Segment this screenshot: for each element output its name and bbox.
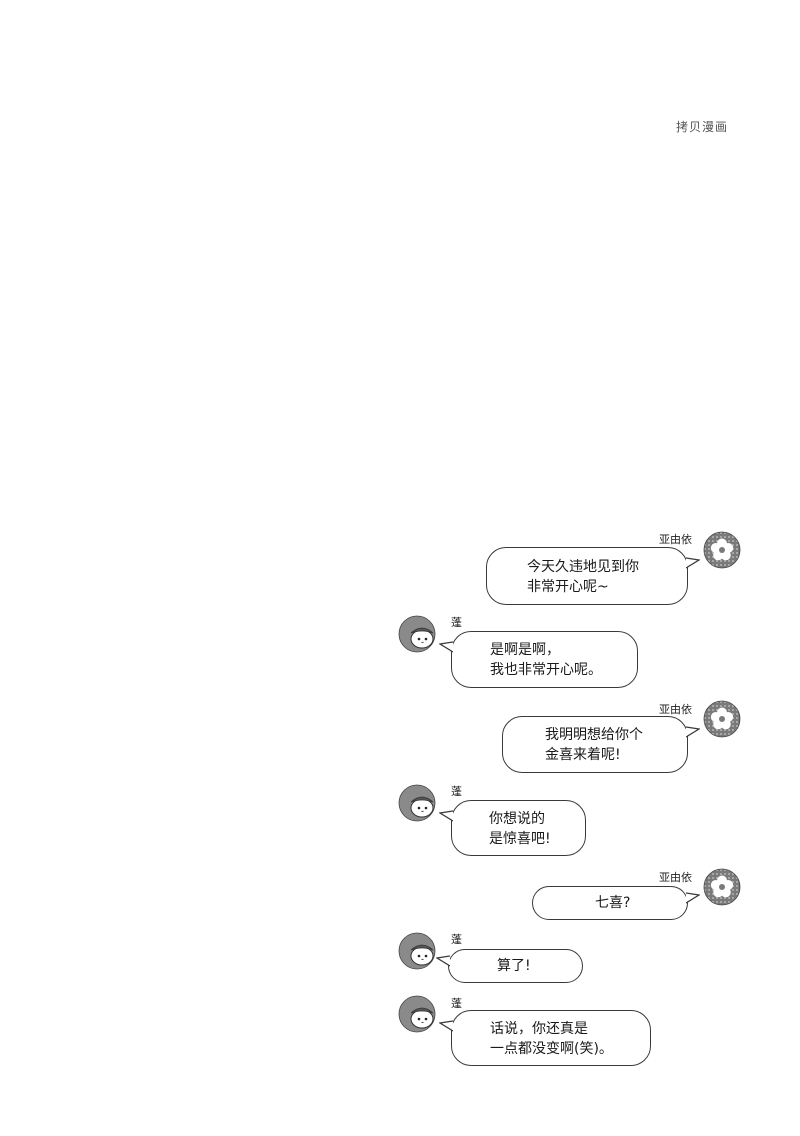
message-bubble[interactable]: 我明明想给你个 金喜来着呢! bbox=[502, 716, 700, 773]
watermark: 拷贝漫画 bbox=[676, 120, 729, 134]
message-line: 一点都没变啊(笑)。 bbox=[490, 1041, 613, 1057]
message-line: 你想说的 bbox=[489, 811, 545, 827]
sender-name: 蓬 bbox=[451, 616, 462, 629]
sender-name: 蓬 bbox=[451, 785, 462, 798]
bubble-tail bbox=[686, 892, 700, 904]
sender-name: 亚由依 bbox=[659, 703, 692, 716]
bubble-tail bbox=[686, 726, 700, 738]
hamster-avatar[interactable] bbox=[398, 784, 436, 822]
sender-name: 蓬 bbox=[451, 933, 462, 946]
bubble-tail bbox=[436, 955, 450, 967]
hamster-avatar[interactable] bbox=[398, 932, 436, 970]
hamster-avatar[interactable] bbox=[398, 995, 436, 1033]
message-bubble[interactable]: 七喜? bbox=[532, 886, 700, 920]
flower-icon[interactable] bbox=[703, 700, 741, 738]
bubble-tail bbox=[439, 641, 453, 653]
message-bubble[interactable]: 算了! bbox=[436, 949, 583, 983]
sender-name: 亚由依 bbox=[659, 533, 692, 546]
message-bubble[interactable]: 你想说的 是惊喜吧! bbox=[439, 800, 586, 856]
message-line: 我也非常开心呢。 bbox=[490, 662, 602, 678]
bubble-tail bbox=[439, 1020, 453, 1032]
sender-name: 亚由依 bbox=[659, 871, 692, 884]
flower-icon[interactable] bbox=[703, 868, 741, 906]
bubble-tail bbox=[439, 810, 453, 822]
message-line: 话说，你还真是 bbox=[490, 1021, 588, 1037]
message-bubble[interactable]: 今天久违地见到你 非常开心呢~ bbox=[486, 547, 700, 605]
message-bubble[interactable]: 话说，你还真是 一点都没变啊(笑)。 bbox=[439, 1010, 651, 1066]
message-line: 七喜? bbox=[595, 895, 631, 911]
message-line: 我明明想给你个 bbox=[545, 727, 643, 743]
message-line: 是惊喜吧! bbox=[489, 831, 551, 847]
message-line: 今天久违地见到你 bbox=[527, 559, 639, 575]
flower-icon[interactable] bbox=[703, 531, 741, 569]
message-line: 算了! bbox=[497, 958, 531, 974]
message-line: 金喜来着呢! bbox=[545, 747, 621, 763]
hamster-avatar[interactable] bbox=[398, 615, 436, 653]
message-line: 非常开心呢~ bbox=[527, 579, 609, 595]
bubble-tail bbox=[686, 557, 700, 569]
message-line: 是啊是啊， bbox=[490, 642, 560, 658]
sender-name: 蓬 bbox=[451, 997, 462, 1010]
message-bubble[interactable]: 是啊是啊， 我也非常开心呢。 bbox=[439, 631, 638, 688]
